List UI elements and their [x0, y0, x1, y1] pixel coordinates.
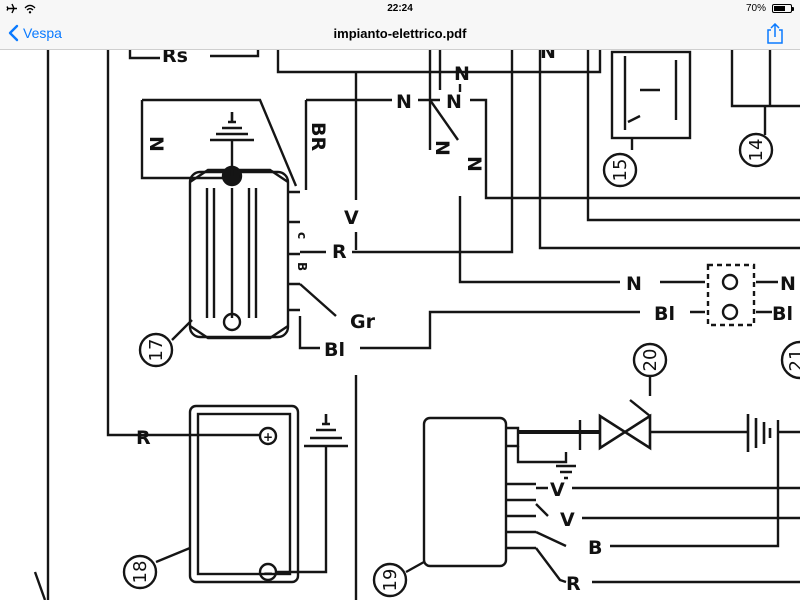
label-r-reg: R	[332, 241, 347, 263]
airplane-icon	[6, 3, 17, 14]
label-n-junction-left: N	[396, 91, 412, 113]
battery-minus-terminal: −	[263, 566, 273, 580]
wifi-icon	[24, 4, 36, 13]
label-n-down-2: N	[463, 156, 485, 172]
label-v-reg: V	[344, 207, 359, 229]
label-v-19a: V	[550, 479, 565, 501]
status-left	[6, 3, 36, 14]
label-b-19: B	[588, 537, 602, 559]
back-button-label: Vespa	[23, 25, 62, 41]
label-n-left-vertical: N	[145, 136, 167, 152]
document-title: impianto-elettrico.pdf	[333, 26, 467, 41]
chevron-left-icon	[8, 24, 19, 42]
share-icon	[767, 22, 783, 44]
battery-icon	[772, 4, 794, 13]
label-r-19: R	[566, 573, 581, 595]
label-n-top-right: N	[540, 50, 556, 63]
back-button[interactable]: Vespa	[8, 24, 62, 42]
component-number-19: 19	[380, 569, 401, 592]
label-n-conn-right: N	[780, 273, 796, 295]
component-number-21: 21	[786, 349, 800, 372]
pdf-page[interactable]: Rs N N N N N BR N N V R Gr Bl N N Bl Bl …	[0, 50, 800, 600]
status-right: 70%	[745, 3, 794, 14]
label-bl-conn-right: Bl	[772, 303, 793, 325]
component-number-17: 17	[146, 339, 167, 362]
pin-c: c	[295, 232, 309, 239]
label-br: BR	[307, 122, 329, 151]
component-number-15: 15	[610, 159, 631, 182]
label-r-left: R	[136, 427, 151, 449]
status-bar: 22:24 70%	[0, 0, 800, 18]
label-bl-reg: Bl	[324, 339, 345, 361]
label-v-19b: V	[560, 509, 575, 531]
battery-plus-terminal: +	[263, 430, 273, 444]
wiring-diagram: Rs N N N N N BR N N V R Gr Bl N N Bl Bl …	[33, 50, 800, 600]
navigation-bar: Vespa impianto-elettrico.pdf	[0, 18, 800, 50]
label-n-junction-right: N	[446, 91, 462, 113]
battery-percent: 70%	[745, 3, 766, 14]
label-n-top: N	[454, 63, 470, 85]
pin-b: B	[295, 262, 309, 271]
label-gr: Gr	[350, 311, 376, 333]
label-bl-conn: Bl	[654, 303, 675, 325]
label-n-down-1: N	[431, 140, 453, 156]
component-number-20: 20	[640, 349, 661, 372]
label-rs: Rs	[162, 50, 188, 67]
component-number-18: 18	[130, 561, 151, 584]
label-n-conn: N	[626, 273, 642, 295]
status-time: 22:24	[387, 3, 413, 14]
battery-fill	[774, 6, 785, 11]
share-button[interactable]	[766, 22, 784, 50]
component-number-14: 14	[746, 139, 767, 162]
